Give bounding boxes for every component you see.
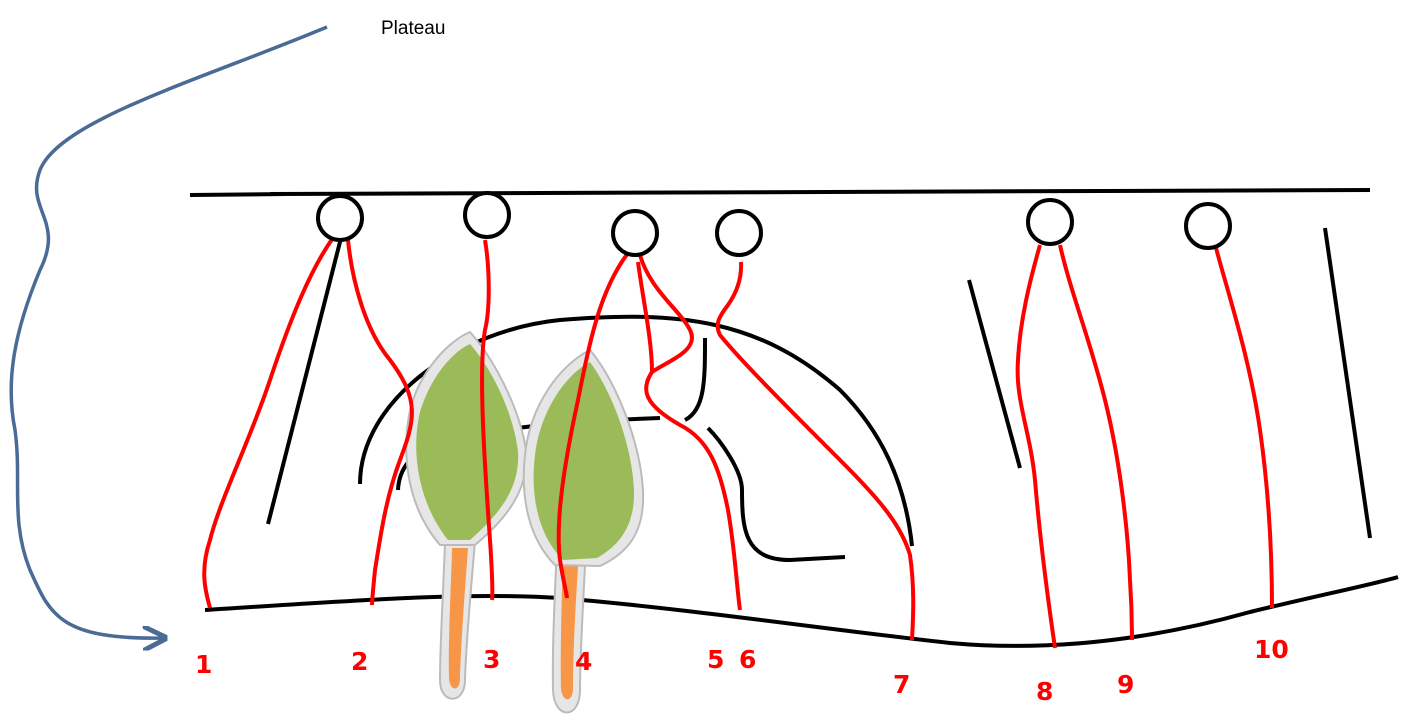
node-circle-2 (463, 191, 511, 239)
ground-line (204, 575, 1399, 648)
node-circle-4 (715, 209, 763, 257)
plateau-arrow (9, 25, 328, 638)
number-label-5: 5 (707, 645, 724, 674)
node-circle-3 (611, 209, 659, 257)
number-label-10: 10 (1254, 635, 1289, 664)
number-label-3: 3 (483, 645, 500, 674)
node-circle-5 (1026, 198, 1074, 246)
number-label-2: 2 (351, 647, 368, 676)
number-label-9: 9 (1117, 670, 1134, 699)
node-circles (316, 191, 1232, 257)
plant-left (405, 330, 528, 700)
number-label-6: 6 (739, 645, 756, 674)
number-label-7: 7 (893, 670, 910, 699)
plateau-label: Plateau (381, 18, 446, 39)
number-labels: 1 2 3 4 5 6 7 8 9 10 (195, 635, 1289, 706)
node-circle-6 (1184, 202, 1232, 250)
number-label-4: 4 (575, 647, 592, 676)
number-label-8: 8 (1036, 677, 1053, 706)
red-paths (202, 236, 1274, 649)
node-circle-1 (316, 194, 364, 242)
number-label-1: 1 (195, 650, 212, 679)
top-surface-line (189, 188, 1371, 197)
